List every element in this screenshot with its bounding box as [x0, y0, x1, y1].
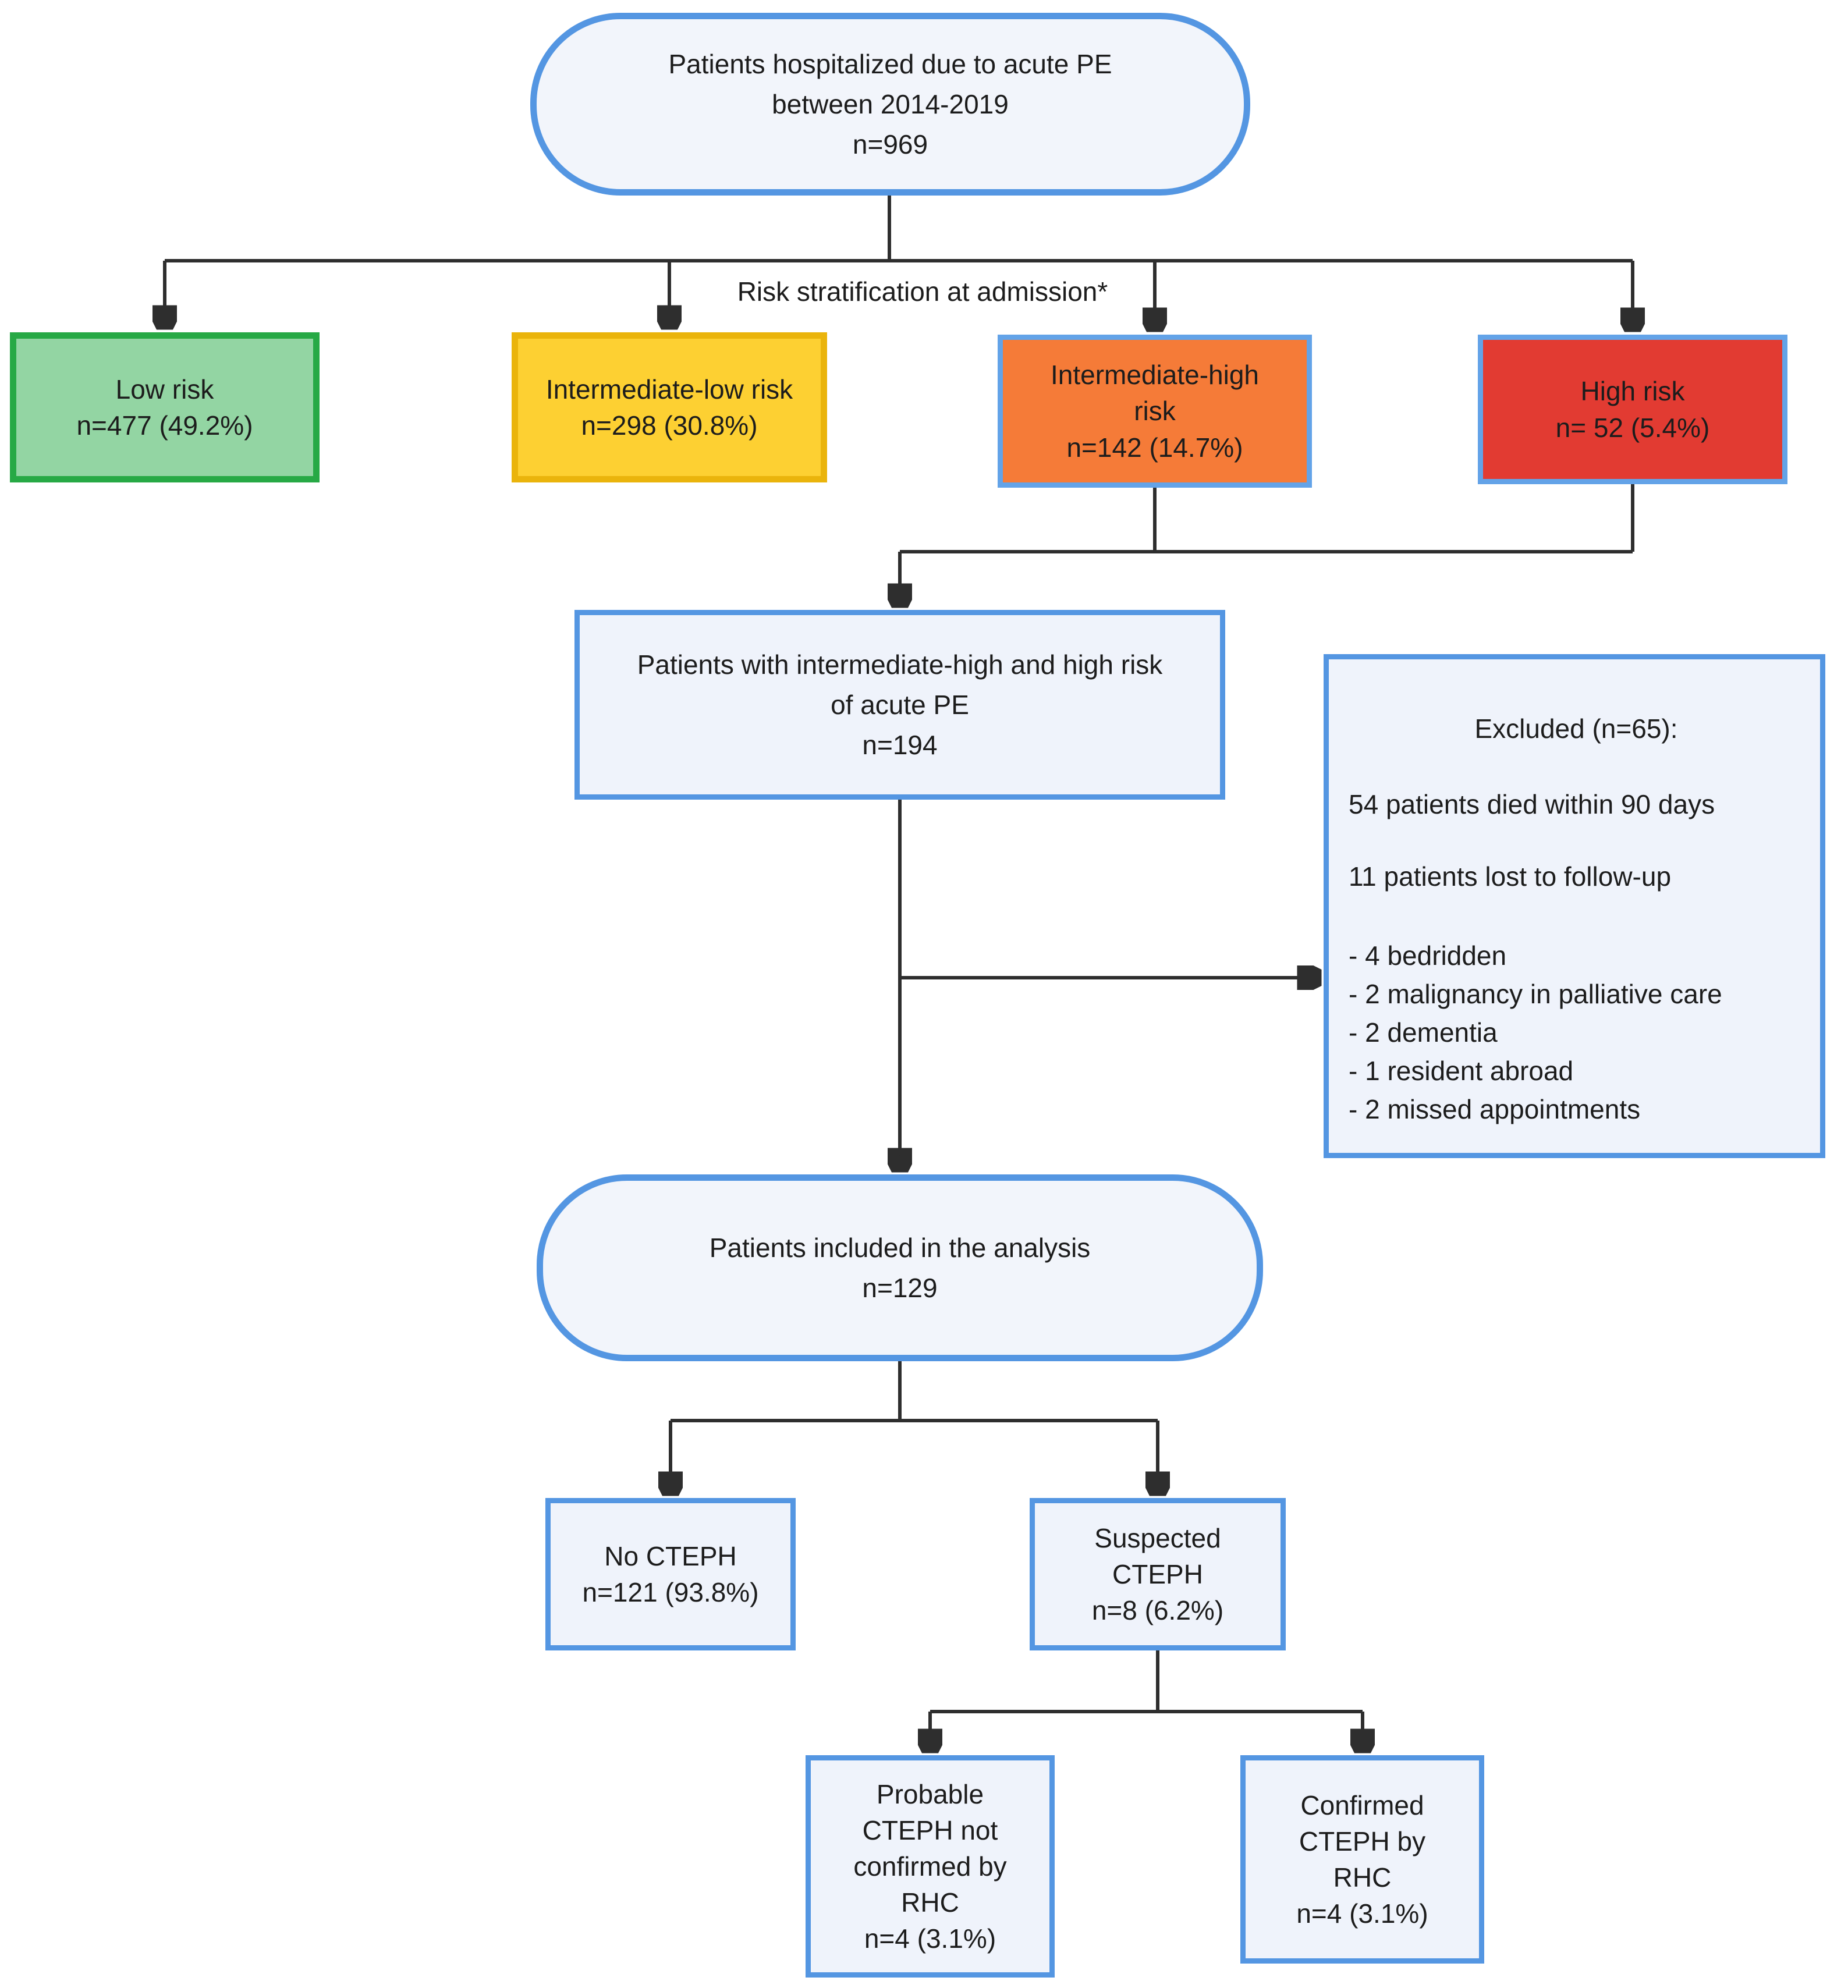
node-suspected-cteph: Suspected CTEPH n=8 (6.2%) [1030, 1498, 1286, 1650]
node-hospitalized-text: Patients hospitalized due to acute PE be… [668, 48, 1112, 159]
node-no-cteph: No CTEPH n=121 (93.8%) [545, 1498, 796, 1650]
node-intermediate-high-risk-text: Intermediate-high risk n=142 (14.7%) [1051, 360, 1259, 463]
excluded-item: - 2 dementia [1349, 1017, 1498, 1048]
excluded-item: 54 patients died within 90 days [1349, 789, 1715, 820]
node-included-analysis-text: Patients included in the analysis n=129 [709, 1232, 1091, 1303]
node-confirmed-cteph-text: Confirmed CTEPH by RHC n=4 (3.1%) [1296, 1790, 1428, 1929]
node-probable-cteph: Probable CTEPH not confirmed by RHC n=4 … [806, 1755, 1055, 1978]
excluded-item: - 2 missed appointments [1349, 1094, 1641, 1125]
node-intermediate-high-risk: Intermediate-high risk n=142 (14.7%) [998, 335, 1312, 488]
node-hospitalized: Patients hospitalized due to acute PE be… [530, 13, 1250, 196]
excluded-item: - 2 malignancy in palliative care [1349, 979, 1722, 1010]
node-intermediate-high-and-high-text: Patients with intermediate-high and high… [637, 649, 1163, 760]
node-intermediate-low-risk: Intermediate-low risk n=298 (30.8%) [512, 332, 827, 482]
node-probable-cteph-text: Probable CTEPH not confirmed by RHC n=4 … [853, 1778, 1007, 1954]
node-suspected-cteph-text: Suspected CTEPH n=8 (6.2%) [1091, 1522, 1224, 1626]
excluded-item: 11 patients lost to follow-up [1349, 861, 1672, 892]
node-intermediate-high-and-high: Patients with intermediate-high and high… [574, 610, 1225, 800]
node-confirmed-cteph: Confirmed CTEPH by RHC n=4 (3.1%) [1240, 1755, 1484, 1964]
node-no-cteph-text: No CTEPH n=121 (93.8%) [582, 1540, 759, 1607]
excluded-title: Excluded (n=65): [1474, 713, 1678, 744]
excluded-item: - 4 bedridden [1349, 940, 1507, 971]
node-excluded: Excluded (n=65): 54 patients died within… [1324, 654, 1825, 1158]
node-low-risk-text: Low risk n=477 (49.2%) [76, 374, 253, 441]
node-high-risk-text: High risk n= 52 (5.4%) [1555, 376, 1710, 443]
excluded-item: - 1 resident abroad [1349, 1056, 1574, 1087]
node-low-risk: Low risk n=477 (49.2%) [10, 332, 320, 482]
node-included-analysis: Patients included in the analysis n=129 [537, 1174, 1263, 1361]
node-intermediate-low-risk-text: Intermediate-low risk n=298 (30.8%) [545, 374, 793, 441]
risk-stratification-label: Risk stratification at admission* [737, 276, 1108, 307]
node-high-risk: High risk n= 52 (5.4%) [1478, 335, 1787, 484]
